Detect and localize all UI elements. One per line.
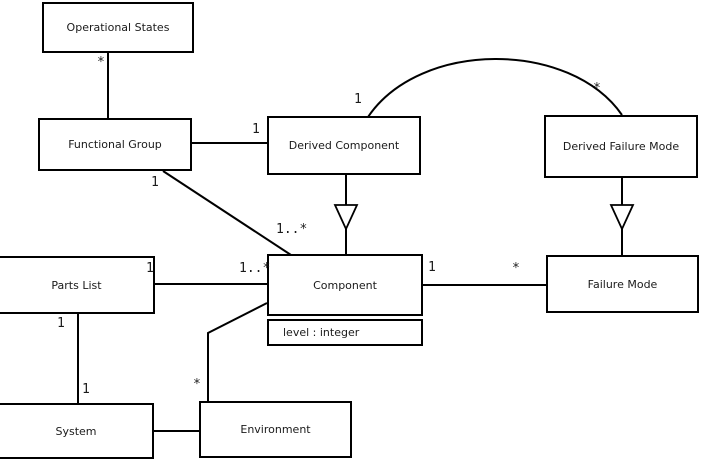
class-label-parts-list: Parts List (51, 278, 102, 292)
multiplicity-parts-list-system-one: 1 (57, 316, 65, 331)
class-label-system: System (55, 424, 97, 438)
class-label-component: Component (313, 278, 377, 292)
class-box-derived-failure-mode: Derived Failure Mode (544, 115, 698, 178)
edge-environment-component (207, 302, 268, 401)
multiplicity-system-one: 1 (82, 382, 90, 397)
class-box-failure-mode: Failure Mode (546, 255, 699, 313)
generalization-derived-component-component (333, 175, 359, 254)
multiplicity-component-one-fm: 1 (428, 260, 436, 275)
class-label-environment: Environment (240, 423, 311, 436)
class-label-derived-component: Derived Component (288, 139, 400, 152)
multiplicity-derived-component-one: 1 (252, 122, 260, 137)
class-label-failure-mode: Failure Mode (587, 277, 658, 291)
class-box-derived-component: Derived Component (267, 116, 421, 175)
class-label-operational-states: Operational States (66, 21, 170, 34)
multiplicity-failure-mode-star: * (512, 261, 520, 276)
multiplicity-environment-star: * (193, 377, 201, 392)
multiplicity-component-many-pl: 1..* (239, 261, 271, 276)
class-box-environment: Environment (199, 401, 352, 458)
class-attribute-level: level : integer (283, 326, 360, 339)
multiplicity-derived-failure-mode-curve-star: * (593, 81, 601, 96)
edge-derived-component-derived-failure-mode (367, 58, 623, 118)
multiplicity-derived-component-curve-one: 1 (354, 92, 362, 107)
edge-functional-group-component (162, 170, 292, 256)
multiplicity-functional-group-one: 1 (151, 175, 159, 190)
multiplicity-component-many-fg: 1..* (276, 222, 308, 237)
multiplicity-operational-states-star: * (97, 55, 105, 70)
multiplicity-parts-list-one: 1 (146, 261, 154, 276)
generalization-derived-failure-mode-failure-mode (609, 178, 635, 255)
class-box-parts-list: Parts List (0, 256, 155, 314)
class-label-functional-group: Functional Group (68, 138, 162, 151)
class-box-component: Component (267, 254, 423, 316)
class-box-functional-group: Functional Group (38, 118, 192, 171)
class-attribute-box-component: level : integer (267, 319, 423, 346)
class-box-system: System (0, 403, 154, 459)
class-label-derived-failure-mode: Derived Failure Mode (562, 140, 680, 153)
class-box-operational-states: Operational States (42, 2, 194, 53)
